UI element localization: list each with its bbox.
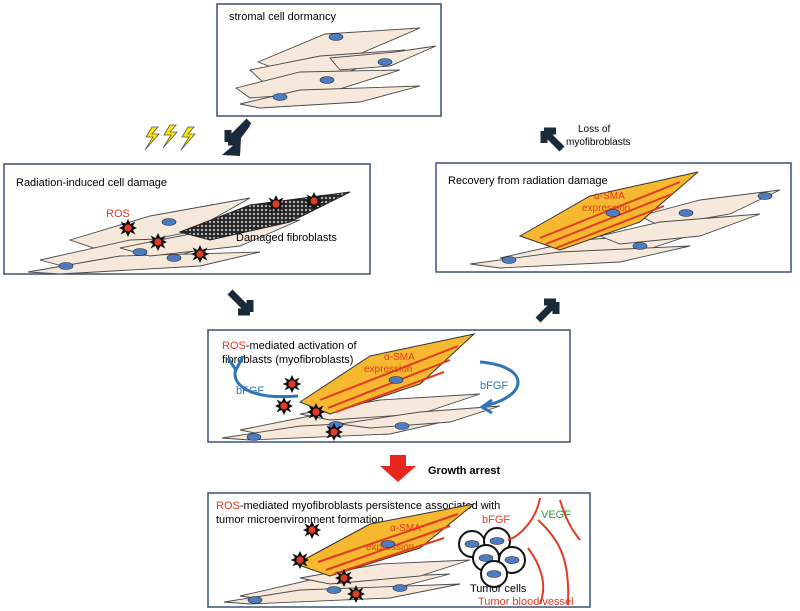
bfgf-label: bFGF <box>482 514 510 526</box>
growth-arrest-arrow <box>380 455 416 482</box>
bfgf-label-right: bFGF <box>480 380 508 392</box>
panel-title-rest: -mediated activation of <box>246 340 358 352</box>
tumor-blood-vessel <box>507 497 581 605</box>
panel-activation: ROS-mediated activation of fibroblasts (… <box>207 329 571 443</box>
arrow-to-activation <box>227 289 254 316</box>
damaged-fibroblasts-label: Damaged fibroblasts <box>236 232 337 244</box>
tumor-vessel-label: Tumor blood vessel <box>478 596 574 608</box>
stress-fibers <box>319 345 459 413</box>
loss-label-line1: Loss of <box>578 124 610 135</box>
radiation-lightning-icon <box>144 124 196 151</box>
bfgf-arrow-right <box>479 360 520 408</box>
bfgf-arrow-left-head <box>226 355 245 373</box>
nuclei <box>58 218 182 270</box>
panel-persistence: ROS-mediated myofibroblasts persistence … <box>207 492 591 608</box>
nuclei <box>501 192 773 264</box>
growth-arrest-label: Growth arrest <box>428 465 500 477</box>
bfgf-arrow-right-head <box>479 398 493 415</box>
nuclei <box>247 540 408 604</box>
nucleus <box>272 93 288 101</box>
sma-label-line1: α-SMA <box>384 352 415 363</box>
nuclei <box>272 33 393 101</box>
panel-title: Radiation-induced cell damage <box>16 177 167 189</box>
panel-title: ROS-mediated activation of <box>222 340 357 352</box>
panel-recovery: Recovery from radiation damage α-SMA exp… <box>435 162 792 273</box>
tumor-nuclei <box>464 537 520 578</box>
panel-title: Recovery from radiation damage <box>448 175 608 187</box>
bfgf-arrow-left <box>233 367 299 399</box>
sma-label-line2: expression <box>582 203 630 214</box>
myofibroblast-cell <box>298 333 476 415</box>
loss-label-line2: myofibroblasts <box>566 137 630 148</box>
fibroblast-cells <box>234 27 437 109</box>
panel-title: ROS-mediated myofibroblasts persistence … <box>216 500 500 512</box>
panel-damage: Radiation-induced cell damage ROS Damage… <box>3 163 371 275</box>
panel-title-rest: -mediated myofibroblasts persistence ass… <box>240 500 500 512</box>
fibroblast-cells <box>469 189 781 269</box>
myofibroblast-cell <box>294 503 475 577</box>
sma-label-line2: expression <box>364 364 412 375</box>
ros-label: ROS <box>106 208 130 220</box>
stress-fibers <box>317 513 459 575</box>
damaged-fibroblasts <box>178 191 351 241</box>
arrow-to-damage <box>222 118 252 156</box>
arrow-to-dormancy <box>540 127 565 152</box>
ros-title-word: ROS <box>216 500 240 512</box>
sma-label-line1: α-SMA <box>594 191 625 202</box>
fibroblast-cell <box>329 45 437 71</box>
panel-dormancy: stromal cell dormancy <box>216 3 442 117</box>
panel-title: stromal cell dormancy <box>229 11 336 23</box>
fibroblast-cell <box>239 85 421 109</box>
nucleus <box>377 58 393 66</box>
sma-label-line1: α-SMA <box>390 523 421 534</box>
nucleus <box>328 33 344 41</box>
fibroblast-cells <box>223 559 471 605</box>
nucleus <box>319 76 335 84</box>
panel-title-line2: fibroblasts (myofibroblasts) <box>222 354 353 366</box>
tumor-cells-label: Tumor cells <box>470 583 527 595</box>
arrow-to-recovery <box>535 298 560 323</box>
bfgf-label-left: bFGF <box>236 385 264 397</box>
fibroblast-cell <box>234 69 401 99</box>
vegf-label: VEGF <box>541 509 571 521</box>
panel-title-line2: tumor microenvironment formation <box>216 514 384 526</box>
ros-title-word: ROS <box>222 340 246 352</box>
